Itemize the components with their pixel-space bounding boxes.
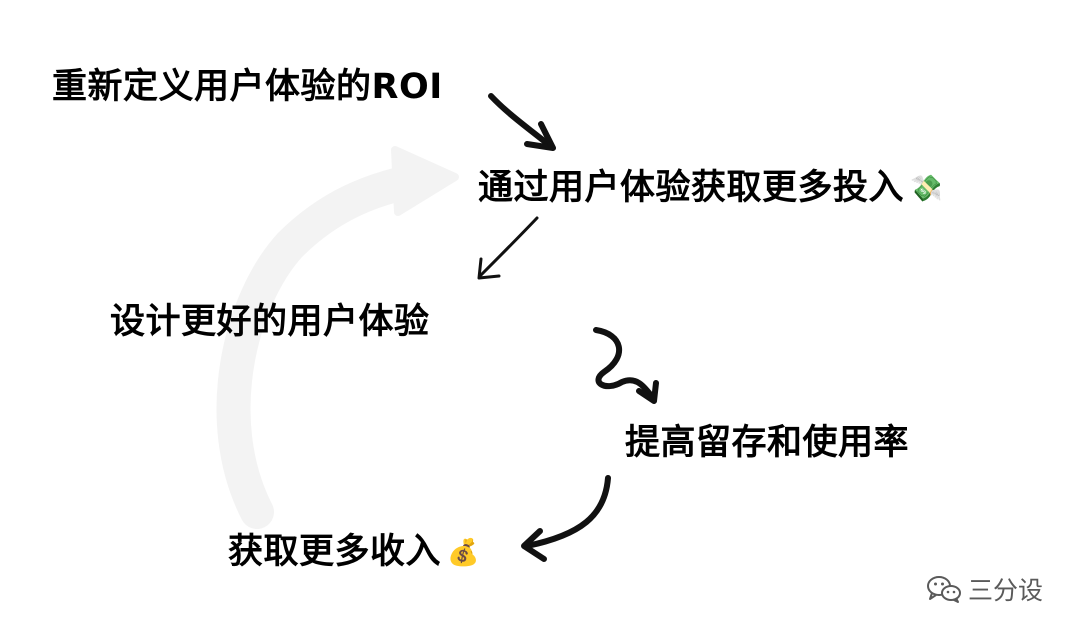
arrow-1 [488, 93, 552, 148]
arrow-3-head [636, 380, 659, 404]
arrow-2-head [477, 257, 501, 280]
cycle-arrow-head [391, 146, 459, 216]
cycle-arrow-shaft [216, 165, 425, 529]
node-label: 设计更好的用户体验 [110, 302, 430, 342]
money-with-wings-icon: 💸 [910, 174, 943, 204]
arrow-2 [478, 216, 539, 278]
watermark-text: 三分设 [968, 576, 1044, 605]
wechat-icon [926, 574, 962, 604]
money-bag-icon: 💰 [447, 538, 480, 568]
node-get-more-revenue: 获取更多收入💰 [228, 535, 479, 570]
node-label: 重新定义用户体验的ROI [52, 67, 443, 107]
node-improve-retention: 提高留存和使用率 [625, 426, 909, 461]
arrow-1-head [524, 121, 556, 151]
node-design-better-ux: 设计更好的用户体验 [110, 305, 430, 340]
arrow-3 [593, 327, 656, 401]
node-get-more-investment: 通过用户体验获取更多投入💸 [478, 171, 942, 206]
node-redefine-roi: 重新定义用户体验的ROI [52, 70, 443, 105]
watermark: 三分设 [926, 571, 1043, 607]
arrow-4-head [521, 528, 547, 562]
node-label: 提高留存和使用率 [625, 423, 910, 463]
arrow-4 [524, 475, 611, 549]
node-label: 获取更多收入 [228, 532, 442, 572]
node-label: 通过用户体验获取更多投入 [478, 168, 905, 208]
